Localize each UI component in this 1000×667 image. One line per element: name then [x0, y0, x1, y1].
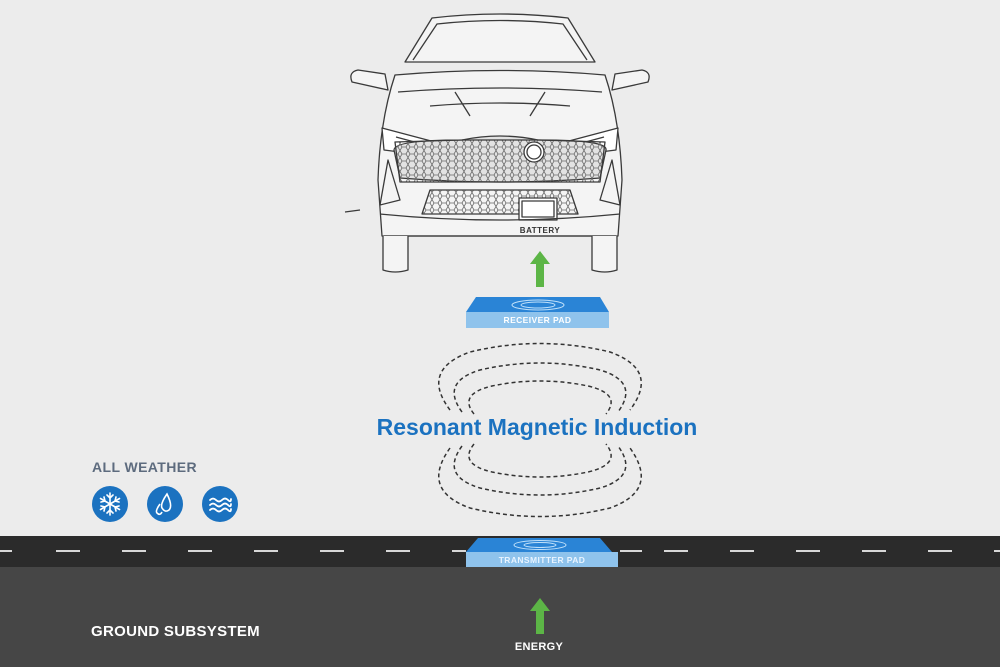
energy-arrow — [530, 598, 550, 634]
battery-arrow — [530, 251, 550, 287]
energy-label: ENERGY — [514, 641, 564, 653]
magnetic-field-lines — [438, 342, 642, 518]
waves-icon — [202, 486, 238, 522]
transmitter-pad-graphic — [466, 538, 618, 567]
water-drops-icon — [147, 486, 183, 522]
car-illustration — [344, 13, 650, 273]
diagram-title: Resonant Magnetic Induction — [376, 414, 698, 440]
battery-label: BATTERY — [519, 226, 561, 235]
receiver-pad-label: RECEIVER PAD — [503, 315, 572, 325]
ground-subsystem-label: GROUND SUBSYSTEM — [91, 623, 260, 640]
transmitter-pad-label: TRANSMITTER PAD — [498, 555, 586, 565]
weather-title: ALL WEATHER — [92, 459, 197, 475]
ground-area — [0, 567, 1000, 667]
receiver-pad-graphic — [466, 297, 609, 328]
snowflake-icon — [92, 486, 128, 522]
